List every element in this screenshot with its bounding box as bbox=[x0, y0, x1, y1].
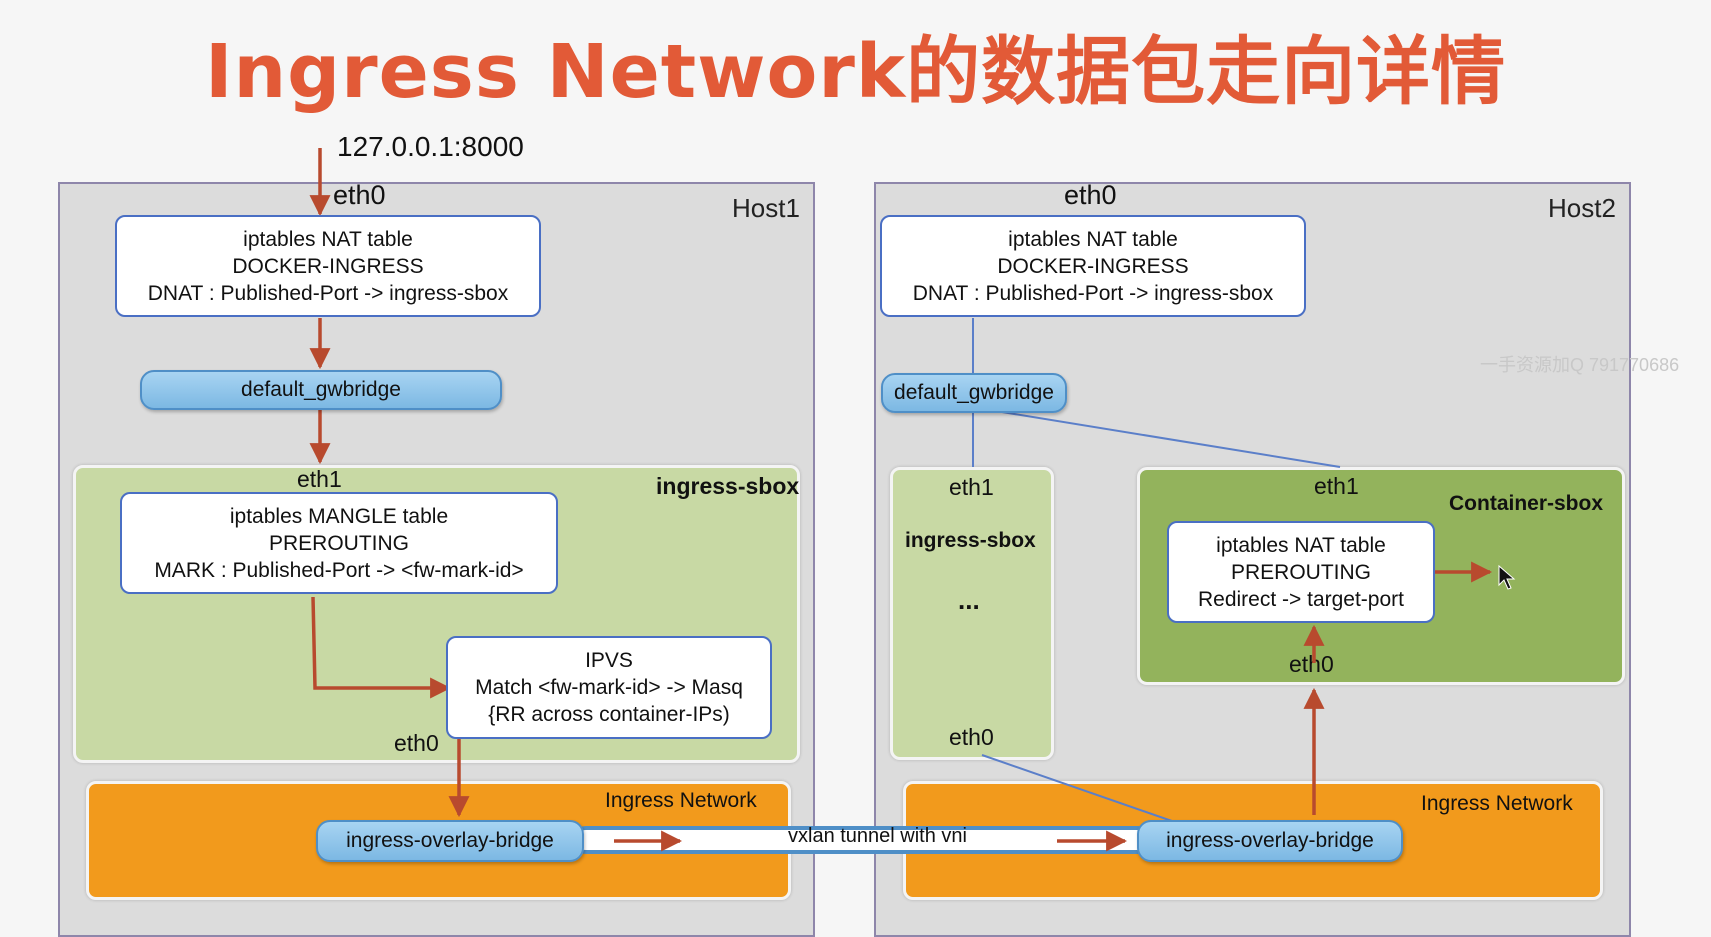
entry-address: 127.0.0.1:8000 bbox=[337, 131, 524, 162]
host1-nat-line2: DOCKER-INGRESS bbox=[232, 254, 424, 278]
host2-container-nat-line2: PREROUTING bbox=[1230, 560, 1371, 584]
host2-container-eth0: eth0 bbox=[1289, 651, 1334, 677]
host2-ingress-network-label: Ingress Network bbox=[1421, 792, 1573, 815]
host1-ipvs-line1: IPVS bbox=[585, 649, 633, 672]
host2-container-nat-line3: Redirect -> target-port bbox=[1197, 587, 1404, 611]
host1-ingress-overlay-bridge: ingress-overlay-bridge bbox=[316, 820, 584, 862]
host1-default-gwbridge: default_gwbridge bbox=[140, 370, 502, 410]
page-title: Ingress Network的数据包走向详情 bbox=[204, 29, 1507, 115]
host2-ingress-sbox-label: ingress-sbox bbox=[905, 529, 1036, 552]
host1-nat-line1: iptables NAT table bbox=[243, 227, 413, 251]
host1-mangle-table-box: iptables MANGLE table PREROUTING MARK : … bbox=[120, 492, 558, 594]
host2-ingress-sbox bbox=[890, 467, 1054, 760]
watermark-text: 一手资源加Q 791770686 bbox=[1480, 355, 1680, 375]
host2-container-eth1: eth1 bbox=[1314, 473, 1359, 499]
host2-default-gwbridge: default_gwbridge bbox=[881, 373, 1067, 413]
line-sbox-to-bridge bbox=[981, 754, 1193, 829]
host1-ingress-network-label: Ingress Network bbox=[605, 789, 757, 812]
host2-eth0-top: eth0 bbox=[1064, 180, 1117, 210]
host2-nat-table-box: iptables NAT table DOCKER-INGRESS DNAT :… bbox=[880, 215, 1306, 317]
host2-container-nat-box: iptables NAT table PREROUTING Redirect -… bbox=[1167, 521, 1435, 623]
host2-label: Host2 bbox=[1548, 193, 1616, 223]
host1-nat-line3: DNAT : Published-Port -> ingress-sbox bbox=[147, 281, 509, 305]
host1-sbox-eth0: eth0 bbox=[394, 730, 439, 756]
arrow-mangle-to-ipvs bbox=[311, 596, 452, 699]
host1-mangle-line2: PREROUTING bbox=[268, 531, 409, 555]
host2-ingress-sbox-ellipsis: ... bbox=[958, 585, 980, 615]
host1-sbox-eth1: eth1 bbox=[297, 466, 342, 492]
host1-mangle-line3: MARK : Published-Port -> <fw-mark-id> bbox=[154, 558, 524, 582]
host1-ipvs-box: IPVS Match <fw-mark-id> -> Masq {RR acro… bbox=[446, 636, 772, 739]
host2-ingress-sbox-eth1: eth1 bbox=[949, 474, 994, 500]
host2-nat-line3: DNAT : Published-Port -> ingress-sbox bbox=[912, 281, 1274, 305]
line-gwbridge-to-container bbox=[1001, 411, 1341, 468]
host1-ingress-sbox-label: ingress-sbox bbox=[656, 473, 800, 499]
host1-eth0-top: eth0 bbox=[333, 180, 386, 210]
vxlan-tunnel-label: vxlan tunnel with vni bbox=[788, 825, 967, 847]
host2-nat-line1: iptables NAT table bbox=[1008, 227, 1178, 251]
cursor-icon bbox=[1498, 564, 1516, 590]
host2-container-sbox-label: Container-sbox bbox=[1449, 492, 1604, 515]
host1-ipvs-line3: {RR across container-IPs) bbox=[488, 703, 730, 726]
host1-mangle-line1: iptables MANGLE table bbox=[229, 504, 449, 528]
host1-label: Host1 bbox=[732, 193, 800, 223]
host2-nat-line2: DOCKER-INGRESS bbox=[997, 254, 1189, 278]
host2-container-nat-line1: iptables NAT table bbox=[1216, 533, 1386, 557]
host2-ingress-sbox-eth0: eth0 bbox=[949, 724, 994, 750]
host1-ipvs-line2: Match <fw-mark-id> -> Masq bbox=[475, 676, 743, 699]
host1-nat-table-box: iptables NAT table DOCKER-INGRESS DNAT :… bbox=[115, 215, 541, 317]
host2-ingress-overlay-bridge: ingress-overlay-bridge bbox=[1137, 820, 1403, 862]
